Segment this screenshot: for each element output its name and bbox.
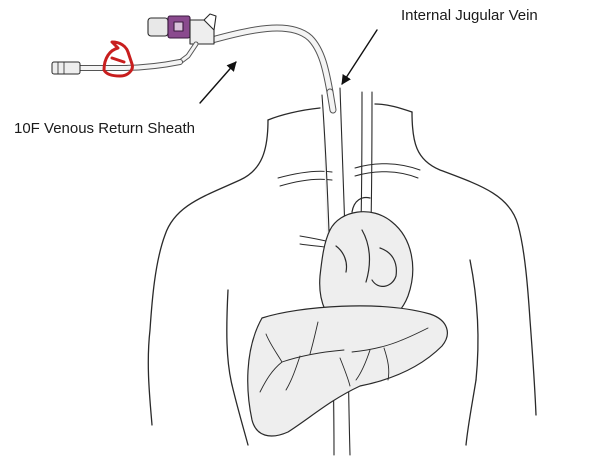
side-port-tubing bbox=[52, 62, 180, 74]
arrow-sheath bbox=[200, 62, 236, 103]
label-venous-return-sheath: 10F Venous Return Sheath bbox=[14, 120, 195, 138]
arrow-jugular-vein bbox=[342, 30, 377, 84]
liver bbox=[248, 306, 448, 436]
leader-arrows bbox=[200, 30, 377, 103]
sheath-hub bbox=[148, 14, 216, 62]
label-internal-jugular-vein: Internal Jugular Vein bbox=[401, 7, 538, 25]
